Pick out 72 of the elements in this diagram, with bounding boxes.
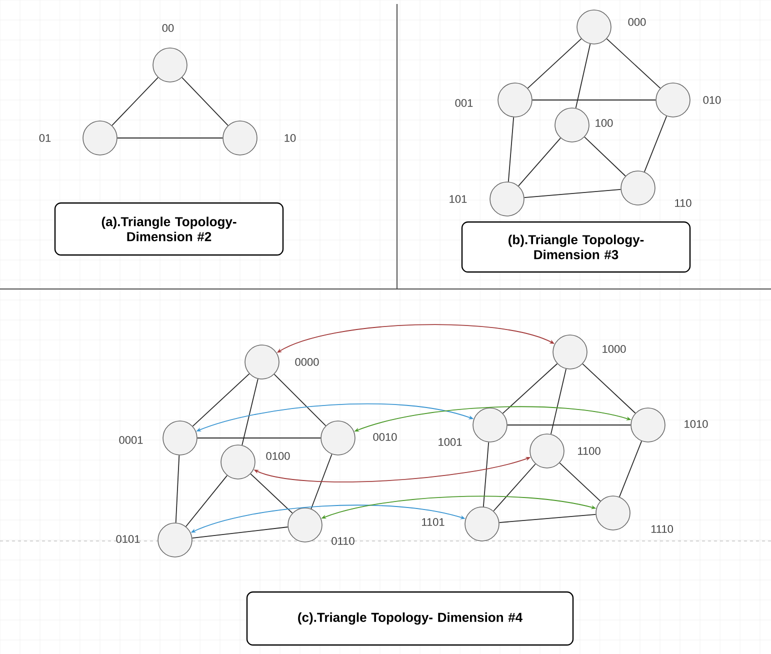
- node-circle: [82, 120, 118, 156]
- node-circle: [472, 408, 508, 442]
- node-circle: [656, 82, 690, 118]
- connector-line: [559, 462, 601, 502]
- node-label: 000: [628, 18, 646, 26]
- node-label: 01: [39, 134, 51, 142]
- node-label: 0101: [116, 535, 140, 543]
- connector-line: [644, 116, 668, 172]
- connector-line: [584, 136, 626, 176]
- node-circle: [288, 508, 322, 542]
- connector-line: [524, 189, 622, 198]
- connector-line: [112, 77, 158, 126]
- node-circle: [158, 522, 192, 558]
- node-label: 1101: [422, 518, 444, 526]
- node-label: 10: [284, 134, 296, 142]
- caption-box: (b).Triangle Topology- Dimension #3: [461, 221, 691, 273]
- connector-line: [506, 424, 632, 426]
- connector-line: [527, 38, 582, 89]
- node-label: 001: [455, 99, 473, 107]
- node-circle: [220, 444, 256, 480]
- connector-line: [192, 526, 288, 538]
- connector-line: [310, 454, 332, 510]
- node-label: 010: [703, 96, 721, 104]
- node-circle: [464, 506, 500, 542]
- node-circle: [320, 420, 356, 456]
- caption-box: (a).Triangle Topology- Dimension #2: [54, 202, 284, 256]
- connector-line: [274, 374, 326, 426]
- connector-line: [250, 473, 293, 514]
- node-label: 0110: [332, 537, 354, 545]
- node-label: 1100: [578, 447, 600, 455]
- connector-line: [502, 363, 558, 414]
- node-label: 0001: [119, 436, 143, 444]
- node-circle: [576, 10, 612, 44]
- node-label: 0100: [266, 452, 290, 460]
- connector-line: [175, 454, 180, 524]
- node-label: 0000: [295, 358, 319, 366]
- node-circle: [530, 434, 564, 468]
- connector-line: [192, 373, 250, 427]
- node-label: 0010: [373, 433, 397, 441]
- node-circle: [630, 408, 666, 442]
- connector-line: [619, 440, 642, 498]
- connector-line: [575, 44, 591, 108]
- node-label: 00: [162, 24, 174, 32]
- connector-line: [493, 464, 536, 512]
- node-circle: [490, 182, 524, 216]
- connector-line: [582, 363, 636, 414]
- node-circle: [596, 496, 630, 530]
- connector-line: [482, 442, 490, 508]
- node-label: 1010: [684, 420, 708, 428]
- node-circle: [498, 82, 532, 118]
- node-circle: [222, 120, 258, 156]
- node-label: 101: [450, 195, 467, 203]
- node-circle: [554, 108, 590, 142]
- connector-line: [498, 514, 596, 523]
- connector-line: [182, 77, 228, 126]
- node-circle: [244, 344, 280, 380]
- caption-box: (c).Triangle Topology- Dimension #4: [246, 591, 574, 646]
- node-label: 110: [675, 199, 692, 207]
- node-circle: [152, 48, 188, 82]
- node-circle: [552, 334, 588, 370]
- connector-line: [550, 368, 567, 434]
- node-label: 1110: [651, 525, 673, 533]
- node-label: 1001: [438, 438, 462, 446]
- node-circle: [162, 420, 198, 456]
- node-label: 1000: [602, 345, 626, 353]
- connector-line: [606, 38, 661, 89]
- connector-line: [508, 116, 514, 182]
- connector-line: [186, 475, 228, 527]
- node-circle: [620, 170, 656, 206]
- connector-line: [242, 378, 258, 446]
- node-label: 100: [596, 119, 613, 127]
- connector-line: [518, 138, 561, 186]
